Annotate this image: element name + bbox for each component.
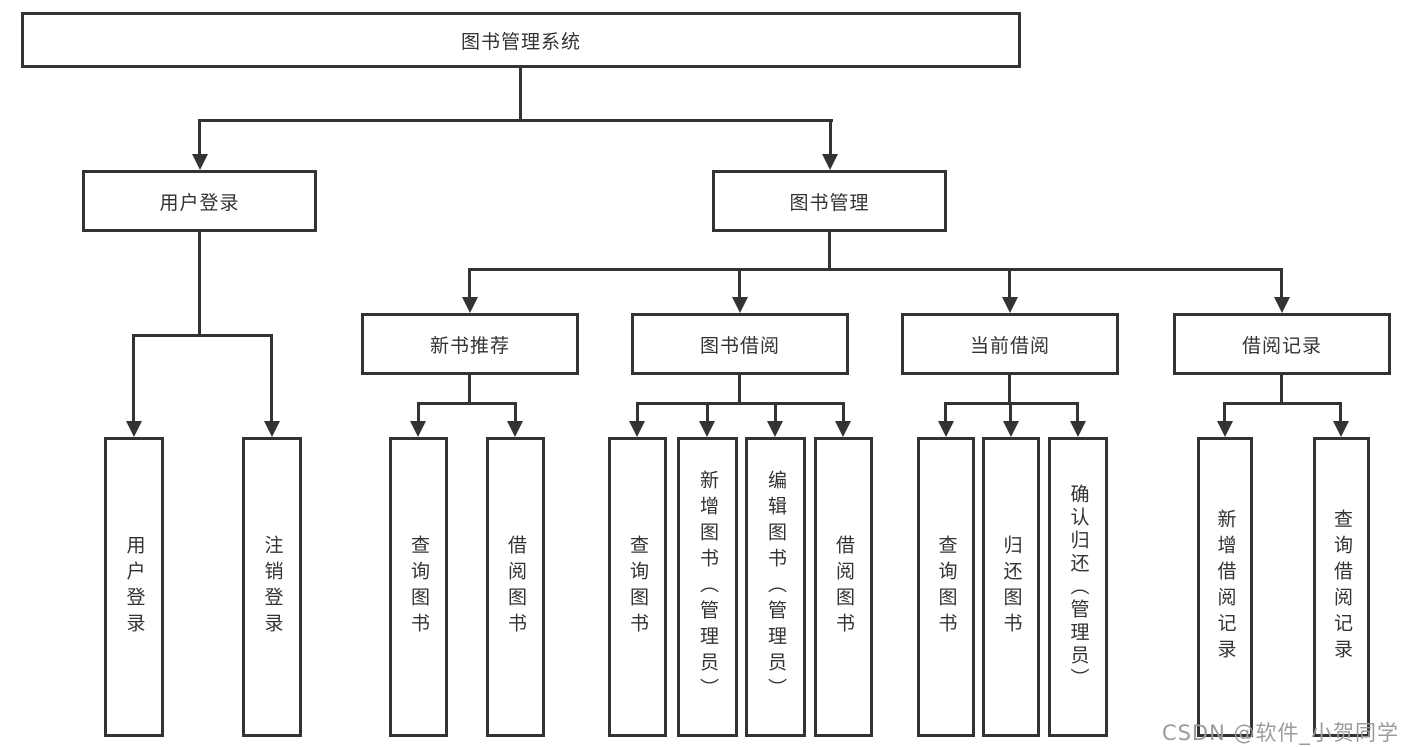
connector-line [132, 334, 135, 423]
connector-line [1280, 268, 1283, 300]
arrow-down-icon [629, 421, 645, 437]
leaf-bb-borrow-books: 借阅图书 [814, 437, 873, 737]
leaf-label: 用户登录 [123, 535, 146, 639]
arrow-down-icon [507, 421, 523, 437]
connector-line [706, 402, 709, 422]
leaf-label: 新增借阅记录 [1214, 509, 1237, 665]
csdn-watermark: CSDN @软件_小贺同学 [1161, 721, 1399, 745]
connector-line [270, 334, 273, 423]
arrow-down-icon [1003, 421, 1019, 437]
connector-line [417, 402, 517, 405]
node-borrow-records: 借阅记录 [1173, 313, 1391, 375]
connector-line [1009, 402, 1012, 422]
connector-line [828, 232, 831, 271]
connector-line [1008, 375, 1011, 405]
node-new-book-recommend: 新书推荐 [361, 313, 579, 375]
node-label: 借阅记录 [1241, 334, 1322, 357]
node-book-management: 图书管理 [712, 170, 947, 232]
leaf-nb-query-books: 查询图书 [389, 437, 448, 737]
leaf-label: 借阅图书 [833, 535, 855, 639]
arrow-down-icon [1217, 421, 1233, 437]
connector-line [198, 119, 833, 122]
arrow-down-icon [410, 421, 426, 437]
arrow-down-icon [1002, 297, 1018, 313]
leaf-label: 确认归还（管理员） [1067, 483, 1090, 691]
arrow-down-icon [938, 421, 954, 437]
leaf-user-login: 用户登录 [104, 437, 164, 737]
leaf-bb-edit-books-admin: 编辑图书（管理员） [745, 437, 806, 737]
leaf-label: 借阅图书 [505, 535, 527, 639]
arrow-down-icon [822, 154, 838, 170]
node-label: 图书借阅 [699, 334, 780, 357]
connector-line [519, 68, 522, 122]
node-label: 图书管理系统 [460, 30, 581, 53]
leaf-label: 查询图书 [935, 535, 958, 639]
connector-line [198, 119, 201, 157]
node-label: 新书推荐 [429, 334, 510, 357]
arrow-down-icon [126, 421, 142, 437]
connector-line [198, 232, 201, 337]
connector-line [468, 268, 1283, 271]
leaf-label: 注销登录 [261, 535, 284, 639]
leaf-label: 查询图书 [408, 535, 430, 639]
arrow-down-icon [732, 297, 748, 313]
leaf-logout: 注销登录 [242, 437, 302, 737]
connector-line [774, 402, 777, 422]
connector-line [1076, 402, 1079, 422]
connector-line [829, 119, 832, 157]
arrow-down-icon [1274, 297, 1290, 313]
leaf-bb-add-books-admin: 新增图书（管理员） [677, 437, 738, 737]
node-label: 用户登录 [159, 191, 240, 214]
node-root: 图书管理系统 [21, 12, 1021, 68]
connector-line [1339, 402, 1342, 422]
connector-line [1280, 375, 1283, 405]
connector-line [514, 402, 517, 422]
arrow-down-icon [1333, 421, 1349, 437]
leaf-label: 归还图书 [1000, 535, 1023, 639]
connector-line [132, 334, 273, 337]
arrow-down-icon [264, 421, 280, 437]
arrow-down-icon [192, 154, 208, 170]
leaf-br-query-record: 查询借阅记录 [1313, 437, 1370, 737]
node-book-borrow: 图书借阅 [631, 313, 849, 375]
leaf-label: 编辑图书（管理员） [765, 470, 787, 704]
connector-line [417, 402, 420, 422]
connector-line [738, 375, 741, 405]
connector-line [636, 402, 844, 405]
connector-line [1223, 402, 1342, 405]
connector-line [738, 268, 741, 300]
leaf-cb-confirm-return-admin: 确认归还（管理员） [1048, 437, 1108, 737]
connector-line [636, 402, 639, 422]
connector-line [468, 375, 471, 405]
connector-line [1008, 268, 1011, 300]
node-user-login: 用户登录 [82, 170, 317, 232]
node-current-borrow: 当前借阅 [901, 313, 1119, 375]
leaf-label: 新增图书（管理员） [697, 470, 719, 704]
leaf-label: 查询图书 [627, 535, 649, 639]
connector-line [944, 402, 947, 422]
node-label: 当前借阅 [969, 334, 1050, 357]
connector-line [468, 268, 471, 300]
arrow-down-icon [767, 421, 783, 437]
leaf-br-add-record: 新增借阅记录 [1197, 437, 1253, 737]
leaf-label: 查询借阅记录 [1331, 509, 1353, 665]
arrow-down-icon [835, 421, 851, 437]
leaf-cb-return-books: 归还图书 [982, 437, 1040, 737]
connector-line [842, 402, 845, 422]
arrow-down-icon [1070, 421, 1086, 437]
arrow-down-icon [462, 297, 478, 313]
leaf-cb-query-books: 查询图书 [917, 437, 975, 737]
arrow-down-icon [699, 421, 715, 437]
connector-line [1223, 402, 1226, 422]
leaf-bb-query-books: 查询图书 [608, 437, 667, 737]
leaf-nb-borrow-books: 借阅图书 [486, 437, 545, 737]
node-label: 图书管理 [789, 191, 870, 214]
